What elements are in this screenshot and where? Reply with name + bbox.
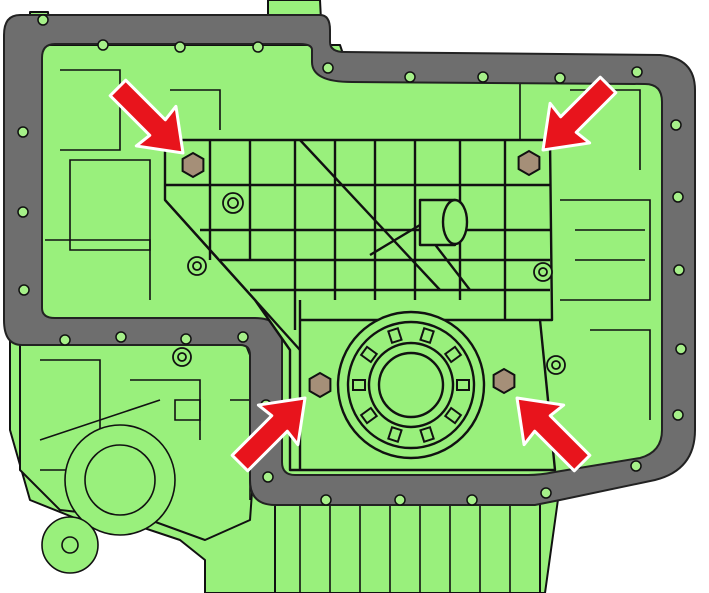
bolt-hole: [115, 331, 127, 343]
bolt-hole: [466, 494, 478, 506]
bolt-hole: [394, 494, 406, 506]
bolt-hole: [252, 41, 264, 53]
callout-arrow-bolt-bottom-left: [230, 396, 307, 473]
bolt-hole: [675, 343, 687, 355]
bolt-hole: [631, 66, 643, 78]
bolt-head: [517, 149, 541, 177]
callout-arrow-bolt-top-right: [541, 75, 618, 152]
bolt-hole: [540, 487, 552, 499]
bolt-head: [492, 367, 516, 395]
callout-arrows: [108, 75, 618, 473]
bolt-heads: [181, 149, 541, 399]
bolt-hole: [262, 471, 274, 483]
bolt-hole: [672, 409, 684, 421]
bolt-head: [181, 151, 205, 179]
bolt-hole: [17, 126, 29, 138]
seal-slot: [387, 327, 403, 345]
bolt-hole: [320, 494, 332, 506]
seal-slot: [443, 406, 463, 425]
seal-slot: [387, 425, 403, 443]
bolt-hole: [322, 62, 334, 74]
seal-slot: [359, 345, 379, 364]
bolt-hole: [97, 39, 109, 51]
bolt-hole: [18, 284, 30, 296]
callout-arrow-bolt-bottom-right: [515, 396, 592, 473]
gasket-bolt-holes: [17, 14, 687, 506]
bolt-hole: [174, 41, 186, 53]
casting-detail-lines: [39, 69, 651, 593]
callout-arrow-bolt-top-left: [108, 78, 185, 155]
bolt-hole: [180, 333, 192, 345]
bolt-hole: [477, 71, 489, 83]
seal-slot: [419, 327, 435, 345]
seal-slot: [419, 425, 435, 443]
bolt-hole: [554, 72, 566, 84]
seal-slot: [352, 379, 366, 391]
bolt-hole: [37, 14, 49, 26]
seal-slot: [443, 345, 463, 364]
seal-slot: [456, 379, 470, 391]
round-seal: [336, 310, 486, 460]
bolt-hole: [630, 460, 642, 472]
bolt-head: [308, 371, 332, 399]
bolt-hole: [673, 264, 685, 276]
bolt-hole: [59, 334, 71, 346]
bolt-hole: [404, 71, 416, 83]
bolt-hole: [670, 119, 682, 131]
bolt-hole: [237, 331, 249, 343]
casting-fittings: [172, 192, 566, 375]
bolt-hole: [17, 206, 29, 218]
bolt-hole: [672, 191, 684, 203]
seal-slots: [352, 327, 470, 443]
seal-slot: [359, 406, 379, 425]
